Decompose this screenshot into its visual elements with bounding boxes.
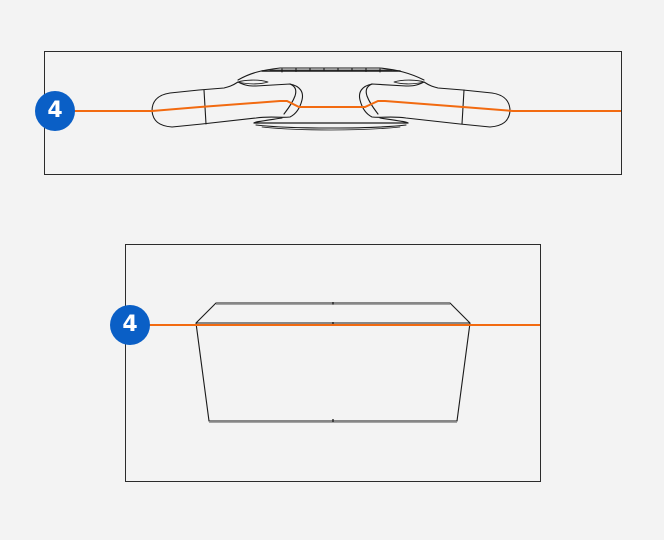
indicator-line-top (60, 100, 621, 112)
callout-badge-top: 4 (35, 91, 75, 131)
callout-badge-bottom: 4 (110, 305, 150, 345)
front-view-panel (125, 244, 541, 482)
